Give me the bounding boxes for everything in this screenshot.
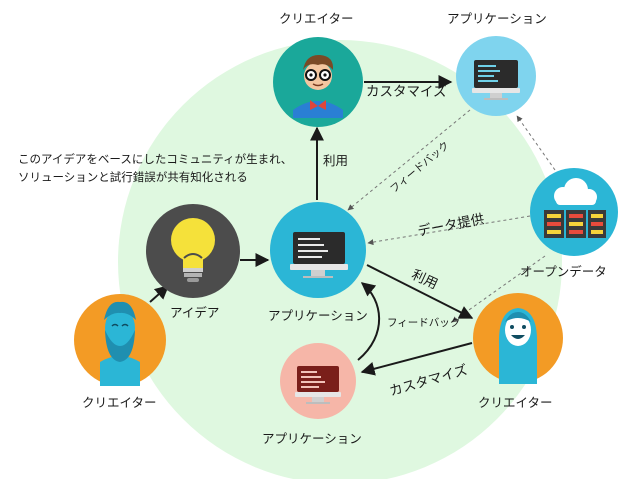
edge-open-data-top bbox=[516, 115, 556, 171]
monitor-code-icon bbox=[456, 36, 536, 116]
center-app-label: アプリケーション bbox=[268, 308, 368, 323]
monitor-code-icon bbox=[270, 202, 366, 298]
open-data-label: オープンデータ bbox=[520, 264, 607, 279]
top-app-label: アプリケーション bbox=[447, 11, 547, 26]
bottom-feedback-label: フィードバック bbox=[387, 317, 461, 329]
edge-bottom-feedback bbox=[357, 282, 380, 361]
lightbulb-icon bbox=[146, 204, 240, 298]
use-up-label: 利用 bbox=[323, 153, 349, 168]
idea-label: アイデア bbox=[170, 305, 220, 320]
edge-top-feedback bbox=[347, 109, 471, 211]
edge-use-right bbox=[366, 264, 474, 319]
creator-girl-icon bbox=[473, 293, 563, 384]
community-description: このアイデアをベースにしたコミュニティが生まれ、 ソリューションと試行錯誤が共有… bbox=[18, 150, 292, 186]
left-creator-label: クリエイター bbox=[82, 395, 157, 410]
edge-bottom-customize bbox=[360, 342, 473, 376]
edge-open-data-bottom bbox=[451, 255, 546, 323]
top-creator-label: クリエイター bbox=[279, 11, 354, 26]
cloud-server-icon bbox=[530, 168, 618, 256]
creator-glasses-icon bbox=[273, 37, 363, 127]
top-customize-label: カスタマイズ bbox=[366, 84, 447, 100]
creator-beard-icon bbox=[74, 294, 166, 386]
monitor-code-icon bbox=[280, 343, 356, 419]
right-creator-label: クリエイター bbox=[478, 395, 553, 410]
description-line-2: ソリューションと試行錯誤が共有知化される bbox=[18, 170, 248, 184]
description-line-1: このアイデアをベースにしたコミュニティが生まれ、 bbox=[18, 152, 293, 166]
bottom-app-label: アプリケーション bbox=[262, 431, 362, 446]
